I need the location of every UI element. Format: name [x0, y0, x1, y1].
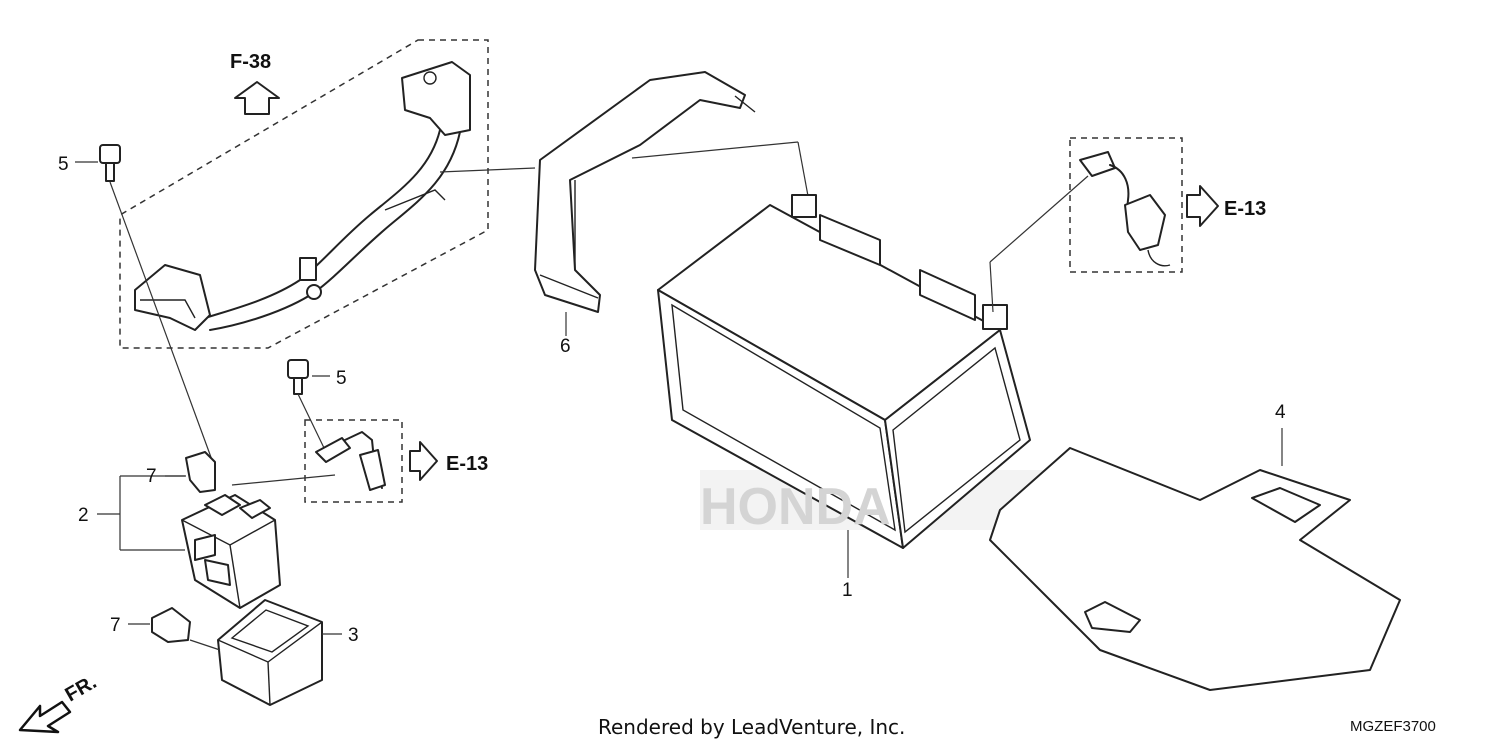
callout-5-mid: 5	[336, 368, 347, 389]
callout-5-top: 5	[58, 154, 69, 175]
harness-top-connector	[401, 61, 471, 136]
ref-e13-right: E-13	[1224, 198, 1266, 220]
callout-1: 1	[842, 580, 853, 601]
callout-3: 3	[348, 625, 359, 646]
relay-cable-dashed-outline	[304, 419, 403, 503]
up-arrow-icon	[234, 81, 280, 115]
cable-terminal-cover	[1124, 194, 1166, 251]
fuse-bottom: 7	[110, 607, 221, 651]
cable-dashed-outline	[1069, 137, 1183, 273]
front-direction-indicator: FR.	[18, 671, 101, 734]
battery: HONDA 1	[657, 194, 1031, 601]
diagram-code: MGZEF3700	[1350, 718, 1436, 735]
battery-cable-group: E-13	[989, 137, 1266, 313]
callout-4: 4	[1275, 402, 1286, 423]
direction-label: FR.	[62, 671, 101, 706]
callout-7-top: 7	[146, 466, 157, 487]
callout-6: 6	[560, 336, 571, 357]
credit-text: Rendered by LeadVenture, Inc.	[598, 715, 905, 739]
ref-f38-label: F-38	[230, 51, 271, 73]
callout-2: 2	[78, 505, 89, 526]
honda-watermark-text: HONDA	[700, 478, 891, 536]
starter-relay: 2 7	[78, 451, 281, 609]
battery-terminal-negative	[791, 194, 817, 218]
harness-bottom-connector	[134, 264, 211, 331]
tray-slot-top	[1251, 487, 1321, 523]
battery-terminal-positive	[982, 304, 1008, 330]
harness-clamp	[299, 257, 317, 281]
bolt-top: 5	[58, 144, 213, 461]
front-arrow-icon	[18, 700, 72, 734]
bolt-mid: 5	[287, 359, 347, 451]
tray-slot-bottom	[1084, 601, 1141, 633]
relay-cable-group: E-13	[231, 419, 488, 503]
battery-tray-plate: 4	[989, 402, 1401, 691]
callout-7-bottom: 7	[110, 615, 121, 636]
fuse-top	[185, 451, 216, 493]
relay-cover: 3	[217, 599, 359, 706]
ref-e13-mid: E-13	[446, 453, 488, 475]
ref-f38: F-38	[230, 51, 280, 115]
right-arrow-icon	[1186, 185, 1219, 227]
sub-harness-group	[119, 39, 489, 349]
battery-band: 6	[439, 71, 809, 357]
harness-dashed-outline	[119, 39, 489, 349]
right-arrow-icon	[409, 441, 438, 481]
